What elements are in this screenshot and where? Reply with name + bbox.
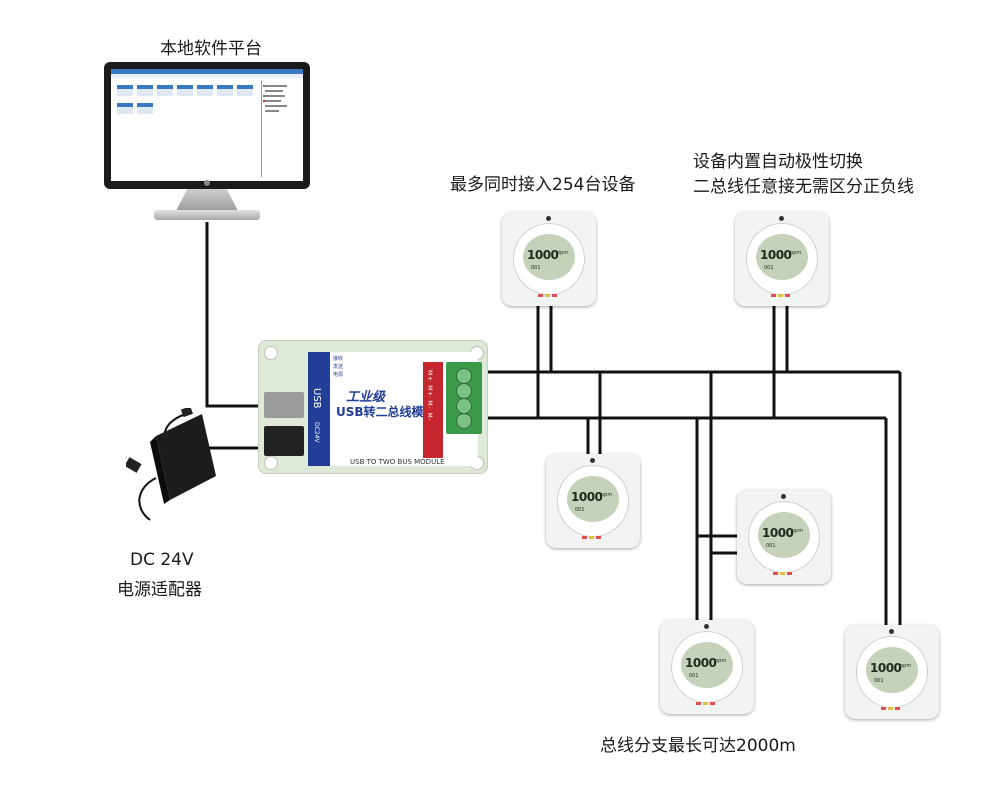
sensor-lcd: 1000 ppm 001 bbox=[758, 512, 810, 558]
module-dc-text: DC24V bbox=[313, 422, 320, 443]
terminal-screw bbox=[456, 368, 472, 384]
sensor-sub: 001 bbox=[764, 265, 774, 271]
computer-monitor bbox=[104, 62, 310, 222]
dc-power-jack bbox=[264, 426, 304, 456]
module-led-labels: 接收 发送 电源 bbox=[333, 355, 343, 379]
sensor-reading: 1000 bbox=[527, 248, 559, 262]
sensor-indicator-dot bbox=[779, 216, 784, 221]
mounting-hole bbox=[264, 346, 278, 360]
sensor-device: 1000 ppm 001 bbox=[502, 212, 596, 306]
sensor-reading: 1000 bbox=[870, 661, 902, 675]
sensor-unit: ppm bbox=[601, 492, 613, 498]
sensor-indicator-dot bbox=[889, 629, 894, 634]
terminal-screw bbox=[456, 398, 472, 414]
led-label-tx: 发送 bbox=[333, 364, 344, 370]
sensor-leds bbox=[771, 282, 795, 297]
sensor-unit: ppm bbox=[790, 250, 802, 256]
software-platform-label: 本地软件平台 bbox=[160, 39, 262, 59]
monitor-screen bbox=[104, 62, 310, 189]
sensor-unit: ppm bbox=[557, 250, 569, 256]
sensor-unit: ppm bbox=[900, 663, 912, 669]
power-label-line1: DC 24V bbox=[130, 550, 194, 570]
usb-to-bus-module: USB DC24V 接收 发送 电源 工业级 USB转二总线模块 USB TO … bbox=[258, 340, 488, 474]
led-label-rx: 接收 bbox=[333, 356, 344, 362]
module-title-line1: 工业级 bbox=[346, 390, 386, 405]
usb-cable bbox=[205, 222, 258, 408]
sensor-unit: ppm bbox=[715, 658, 727, 664]
terminal-block bbox=[446, 362, 482, 434]
power-adapter bbox=[119, 406, 218, 528]
sensor-unit: ppm bbox=[792, 528, 804, 534]
sensor-leds bbox=[881, 695, 905, 710]
sensor-reading: 1000 bbox=[571, 490, 603, 504]
power-label-line2: 电源适配器 bbox=[117, 580, 202, 600]
sensor-lcd: 1000 ppm 001 bbox=[681, 642, 733, 688]
terminal-screw bbox=[456, 383, 472, 399]
module-blue-strip bbox=[308, 352, 330, 466]
apple-logo-icon bbox=[204, 180, 210, 186]
branch-length-label: 总线分支最长可达2000m bbox=[600, 736, 796, 756]
max-devices-label: 最多同时接入254台设备 bbox=[450, 175, 636, 195]
sensor-indicator-dot bbox=[781, 494, 786, 499]
monitor-base bbox=[154, 210, 260, 220]
sensor-indicator-dot bbox=[704, 624, 709, 629]
terminal-polarity-text: M+ M+ M- M- bbox=[426, 370, 433, 422]
sensor-indicator-dot bbox=[590, 458, 595, 463]
sensor-sub: 001 bbox=[874, 678, 884, 684]
sensor-leds bbox=[696, 690, 720, 705]
usb-port bbox=[264, 392, 304, 418]
sensor-indicator-dot bbox=[546, 216, 551, 221]
sensor-lcd: 1000 ppm 001 bbox=[866, 647, 918, 693]
polarity-label-line2: 二总线任意接无需区分正负线 bbox=[693, 177, 914, 197]
sensor-device: 1000 ppm 001 bbox=[737, 490, 831, 584]
sensor-leds bbox=[538, 282, 562, 297]
terminal-screw bbox=[456, 413, 472, 429]
sensor-lcd: 1000 ppm 001 bbox=[523, 234, 575, 280]
sensor-reading: 1000 bbox=[685, 656, 717, 670]
sensor-sub: 001 bbox=[531, 265, 541, 271]
sensor-reading: 1000 bbox=[760, 248, 792, 262]
module-title-line2: USB转二总线模块 bbox=[336, 405, 436, 419]
sensor-reading: 1000 bbox=[762, 526, 794, 540]
sensor-lcd: 1000 ppm 001 bbox=[756, 234, 808, 280]
led-label-power: 电源 bbox=[333, 372, 344, 378]
sensor-device: 1000 ppm 001 bbox=[735, 212, 829, 306]
sensor-leds bbox=[773, 560, 797, 575]
module-red-strip bbox=[423, 362, 443, 458]
software-screenshot bbox=[111, 69, 303, 181]
sensor-device: 1000 ppm 001 bbox=[660, 620, 754, 714]
module-subtitle: USB TO TWO BUS MODULE bbox=[350, 458, 445, 466]
sensor-lcd: 1000 ppm 001 bbox=[567, 476, 619, 522]
sensor-leds bbox=[582, 524, 606, 539]
sensor-sub: 001 bbox=[689, 673, 699, 679]
sensor-device: 1000 ppm 001 bbox=[546, 454, 640, 548]
sensor-sub: 001 bbox=[575, 507, 585, 513]
mounting-hole bbox=[264, 456, 278, 470]
sensor-sub: 001 bbox=[766, 543, 776, 549]
polarity-label-line1: 设备内置自动极性切换 bbox=[693, 152, 863, 172]
sensor-device: 1000 ppm 001 bbox=[845, 625, 939, 719]
module-usb-text: USB bbox=[311, 388, 322, 409]
monitor-stand bbox=[176, 189, 238, 211]
